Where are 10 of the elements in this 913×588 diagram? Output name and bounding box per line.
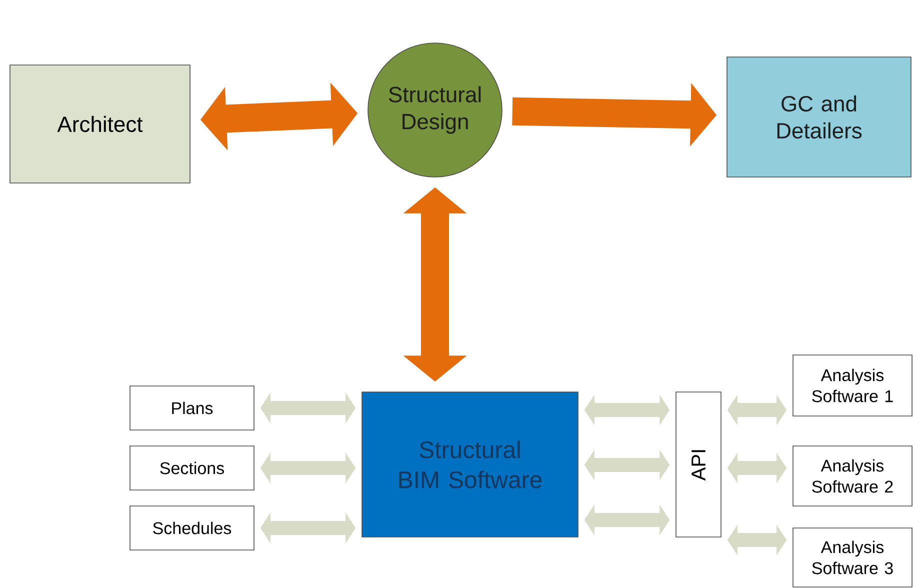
software-box: Analysis Software 2 (792, 446, 912, 506)
software-box: Structural BIM Software (362, 392, 578, 538)
role-box: Architect (10, 64, 190, 184)
role-box: GC and Detailers (726, 56, 912, 178)
output-box: Sections (130, 446, 254, 490)
output-box: Plans (130, 386, 254, 430)
software-box: Analysis Software 1 (792, 354, 912, 416)
software-box: Analysis Software 3 (792, 528, 912, 588)
output-box: Schedules (130, 506, 254, 550)
api-box: API (676, 392, 722, 538)
